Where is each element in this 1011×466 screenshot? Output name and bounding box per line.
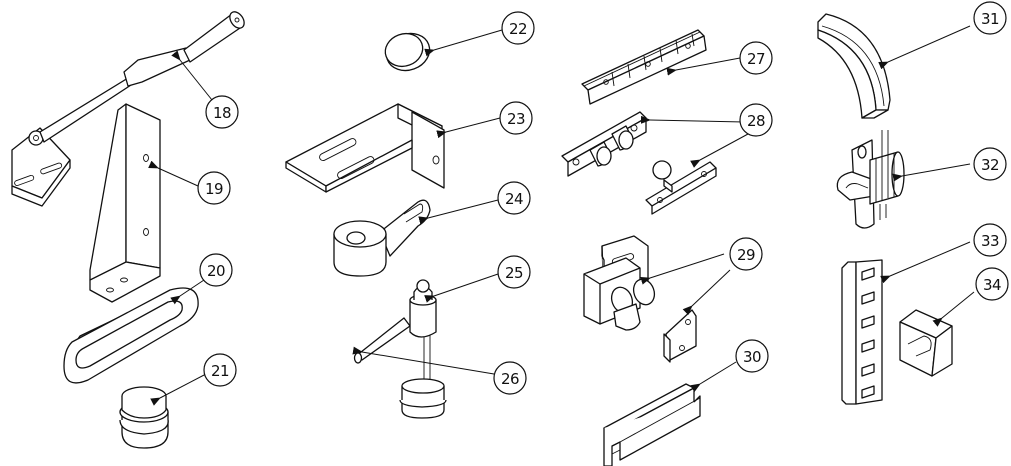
callout-number: 30 (743, 348, 761, 366)
callout-30: 30 (736, 340, 768, 372)
callout-number: 18 (213, 104, 231, 122)
callout-number: 19 (205, 180, 223, 198)
callout-27: 27 (740, 42, 772, 74)
callout-number: 31 (981, 10, 999, 28)
part-30-rail (604, 384, 700, 466)
callout-24: 24 (498, 182, 530, 214)
callout-28: 28 (740, 104, 772, 136)
callout-19: 19 (198, 172, 230, 204)
callout-number: 24 (505, 190, 523, 208)
part-23-l-plate (286, 104, 444, 192)
part-28-ball-catch (562, 112, 716, 214)
part-24-cam (334, 200, 430, 276)
callout-33: 33 (974, 224, 1006, 256)
callout-32: 32 (974, 148, 1006, 180)
callout-number: 20 (207, 262, 225, 280)
part-20-oval-handle (64, 288, 198, 383)
callout-29: 29 (730, 238, 762, 270)
callout-18: 18 (206, 96, 238, 128)
callout-26: 26 (494, 362, 526, 394)
callout-number: 27 (747, 50, 765, 68)
callout-number: 21 (211, 362, 229, 380)
part-29-roller-catch (584, 236, 696, 362)
part-34-shelf-clip (900, 310, 952, 376)
callout-31: 31 (974, 2, 1006, 34)
part-33-shelf-standard (842, 260, 882, 404)
callout-number: 23 (507, 110, 525, 128)
part-22-button-cap (381, 28, 435, 77)
callout-21: 21 (204, 354, 236, 386)
callout-number: 22 (509, 20, 527, 38)
part-19-angle-bracket (90, 104, 160, 302)
callout-34: 34 (976, 268, 1008, 300)
part-31-curved-track (818, 14, 890, 118)
callout-number: 33 (981, 232, 999, 250)
callout-number: 28 (747, 112, 765, 130)
part-27-hinge-strip (582, 30, 706, 104)
callout-23: 23 (500, 102, 532, 134)
part-21-knob (120, 387, 168, 448)
callout-22: 22 (502, 12, 534, 44)
part-32-knurled-knob (837, 130, 904, 228)
callout-25: 25 (498, 256, 530, 288)
callout-20: 20 (200, 254, 232, 286)
callout-number: 29 (737, 246, 755, 264)
callout-number: 34 (983, 276, 1001, 294)
callout-number: 26 (501, 370, 519, 388)
callout-number: 25 (505, 264, 523, 282)
part-25-26-pin-assembly (355, 280, 447, 418)
callout-number: 32 (981, 156, 999, 174)
